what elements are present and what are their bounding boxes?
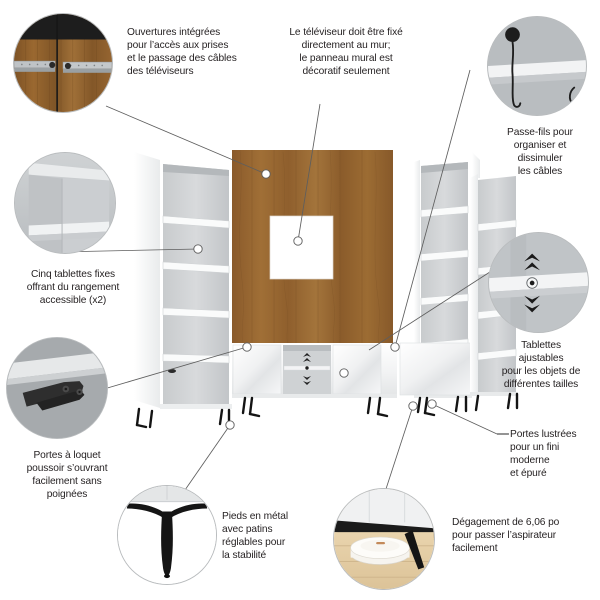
bubble-push-latch [6,337,108,439]
caption-push-latch-doors: Portes à loquet poussoir s’ouvrant facil… [26,450,108,501]
leader-metal-legs [184,424,231,491]
caption-vacuum-clearance: Dégagement de 6,06 po pour passer l’aspi… [452,517,560,555]
dot-metal-legs [225,420,235,430]
bubble-cable-openings [13,13,113,113]
leader-adjustable-shelves [368,269,494,351]
dot-tv-wall-mount [293,236,303,246]
right-gloss-door [399,342,473,396]
leader-push-latch [103,346,248,390]
bubble-metal-leg [117,485,217,585]
caption-cable-openings: Ouvertures intégrées pour l’accès aux pr… [127,27,237,78]
center-console [232,343,397,418]
metal-rail [14,60,112,73]
chevron-down-icon [524,295,540,313]
bubble-fixed-shelves [14,152,116,254]
caption-cable-grommets: Passe-fils pour organiser et dissimuler … [507,127,573,178]
leader-tv-wall-mount [297,103,321,242]
caption-adjustable-shelves: Tablettes ajustables pour les objets de … [501,340,581,391]
bubble-cable-grommets [487,16,587,116]
leader-glossy-doors [431,403,498,435]
metal-leg-shape [126,503,208,577]
caption-metal-legs: Pieds en métal avec patins réglables pou… [222,511,288,562]
caption-tv-wall-mount: Le téléviseur doit être fixé directement… [289,27,403,78]
caption-fixed-shelves: Cinq tablettes fixes offrant du rangemen… [26,269,120,307]
wood-wall-panel [232,149,393,344]
caption-glossy-doors: Portes lustrées pour un fini moderne et … [510,429,577,480]
leader-cable-openings [105,105,267,175]
dot-cable-grommets [390,342,400,352]
bubble-adjustable-shelves [488,232,589,333]
dot-glossy-doors [427,399,437,409]
dot-console-adjustable [339,368,349,378]
leader-vacuum-clearance [384,405,414,493]
push-latch-mechanism [22,381,85,411]
adjustable-arrows-console [303,353,311,385]
left-bookcase [134,152,232,429]
console-door-left [232,344,282,395]
dot-fixed-shelves [193,244,203,254]
leader-cable-grommets [394,69,471,348]
dot-cable-openings [261,169,271,179]
tv-mount-cutout [269,215,334,280]
robot-vacuum [350,536,410,565]
chevron-up-icon [524,253,540,271]
cable-grommet-hole [505,27,520,42]
dot-push-latch [242,342,252,352]
dot-vacuum-clearance [408,401,418,411]
bubble-vacuum-clearance [333,488,435,590]
